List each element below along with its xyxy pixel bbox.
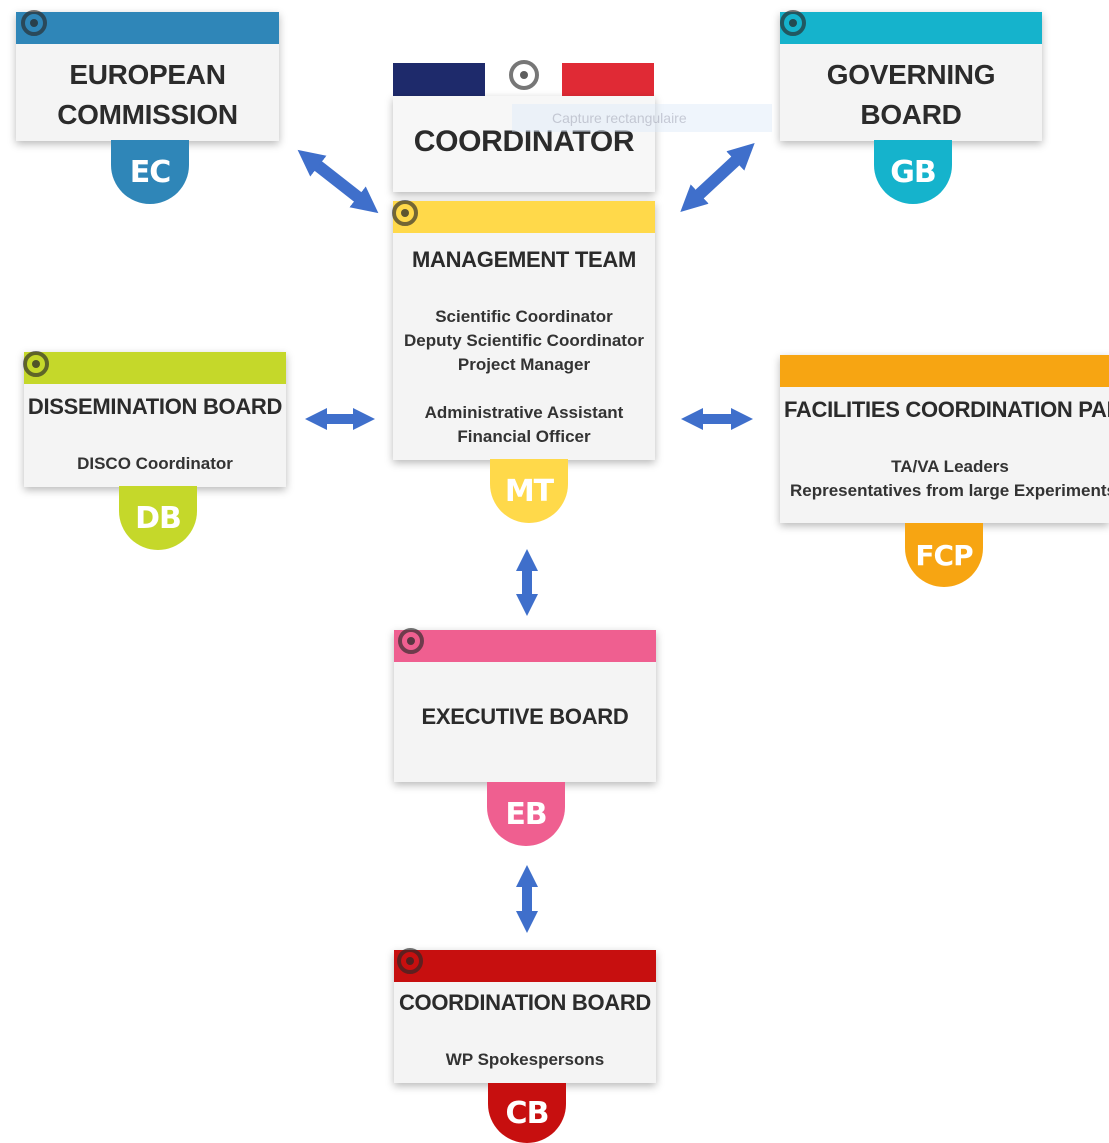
- mt-title: MANAGEMENT TEAM: [411, 247, 637, 272]
- cb-tab: CB: [488, 1083, 566, 1143]
- pin-icon: [397, 948, 423, 974]
- coordinator-card: COORDINATOR: [393, 96, 655, 192]
- fcp-member: TA/VA Leaders: [891, 457, 1009, 476]
- pin-icon: [509, 60, 539, 90]
- governing-board-card: GOVERNING BOARD: [780, 12, 1042, 141]
- fcp-tab: FCP: [905, 523, 983, 587]
- mt-member: Administrative Assistant: [424, 403, 624, 422]
- flag-red: [562, 63, 654, 96]
- card-header-bar: [393, 201, 655, 233]
- card-header-bar: [394, 630, 656, 662]
- card-header-bar: [16, 12, 279, 44]
- capture-overlay: Capture rectangulaire: [512, 104, 772, 132]
- card-header-bar: [394, 950, 656, 982]
- pin-icon: [23, 351, 49, 377]
- cb-title: COORDINATION BOARD: [398, 990, 652, 1015]
- pin-icon: [21, 10, 47, 36]
- card-header-bar: [780, 12, 1042, 44]
- mt-member: Deputy Scientific Coordinator: [404, 331, 644, 350]
- fcp-member: Representatives from large Experiments: [790, 481, 1109, 500]
- coordinator-title: COORDINATOR: [413, 125, 635, 158]
- facilities-coordination-panel-card: FACILITIES COORDINATION PANEL TA/VA Lead…: [780, 355, 1109, 523]
- db-title: DISSEMINATION BOARD: [27, 394, 283, 419]
- arrow-ec-mt: [297, 149, 379, 214]
- dissemination-board-card: DISSEMINATION BOARD DISCO Coordinator: [24, 352, 286, 487]
- executive-board-card: EXECUTIVE BOARD: [394, 630, 656, 782]
- european-commission-card: EUROPEAN COMMISSION: [16, 12, 279, 141]
- card-header-bar: [24, 352, 286, 384]
- flag-blue: [393, 63, 485, 96]
- eb-tab: EB: [487, 782, 565, 846]
- db-member: DISCO Coordinator: [77, 454, 233, 473]
- eb-title: EXECUTIVE BOARD: [421, 704, 629, 729]
- mt-member: Project Manager: [457, 355, 591, 374]
- card-header-bar: [780, 355, 1109, 387]
- ec-title-line2: COMMISSION: [57, 99, 238, 130]
- gb-title-line2: BOARD: [860, 99, 962, 130]
- mt-member: Scientific Coordinator: [435, 307, 613, 326]
- pin-icon: [780, 10, 806, 36]
- mt-tab: MT: [490, 459, 568, 523]
- ec-title-line1: EUROPEAN: [69, 59, 226, 90]
- fcp-title: FACILITIES COORDINATION PANEL: [784, 397, 1109, 422]
- cb-member: WP Spokespersons: [445, 1050, 605, 1069]
- pin-icon: [392, 200, 418, 226]
- management-team-card: MANAGEMENT TEAM Scientific Coordinator D…: [393, 201, 655, 460]
- db-tab: DB: [119, 486, 197, 550]
- arrow-gb-mt: [680, 143, 755, 212]
- gb-title-line1: GOVERNING: [826, 59, 996, 90]
- coordination-board-card: COORDINATION BOARD WP Spokespersons: [394, 950, 656, 1083]
- mt-member: Financial Officer: [457, 427, 591, 446]
- ec-tab: EC: [111, 140, 189, 204]
- gb-tab: GB: [874, 140, 952, 204]
- pin-icon: [398, 628, 424, 654]
